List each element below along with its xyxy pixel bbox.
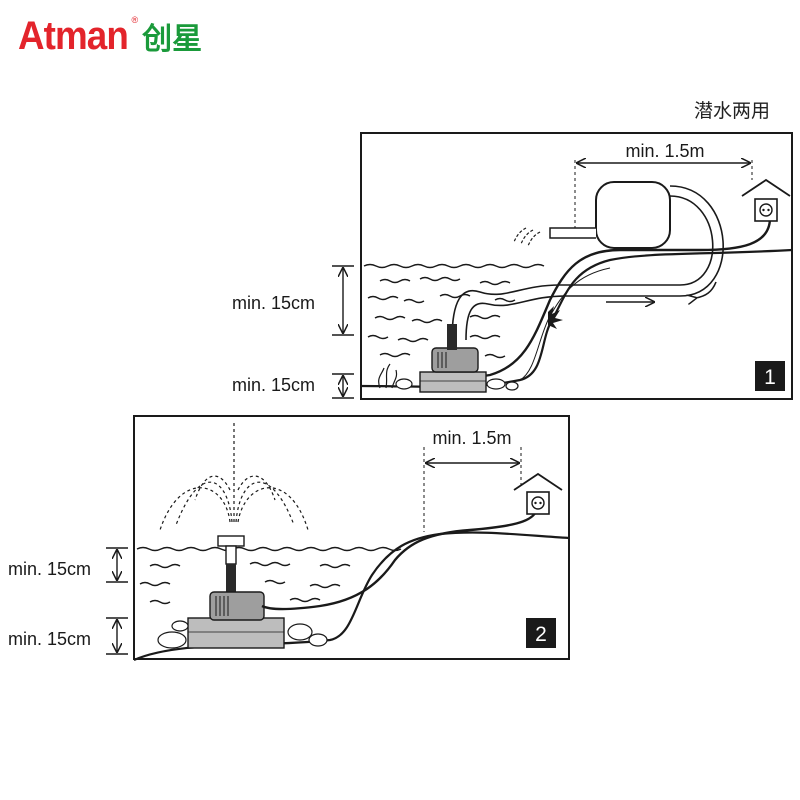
filter-box	[513, 181, 671, 249]
panel-1-depth-bottom-label: min. 15cm	[232, 375, 315, 395]
panel-2-depth-bottom-label: min. 15cm	[8, 629, 91, 649]
panel-1-power-cable	[469, 217, 772, 380]
panel-2-number: 2	[535, 623, 547, 646]
house-socket-icon	[741, 178, 791, 222]
stones-2	[157, 620, 328, 649]
panel-1-water	[363, 263, 545, 359]
plant-icon	[548, 306, 563, 329]
panel-2-depth-markers	[106, 547, 128, 655]
fountain-nozzle	[217, 535, 245, 592]
usage-caption: 潜水两用	[693, 100, 770, 122]
panel-1-depth-top-label: min. 15cm	[232, 293, 315, 313]
panel-2-depth-top-label: min. 15cm	[8, 559, 91, 579]
panel-2-badge	[526, 618, 556, 648]
panel-2-power-cable	[261, 503, 540, 611]
panel-1-distance-label: min. 1.5m	[625, 141, 704, 161]
panel-1: min. 1.5m 1	[360, 132, 793, 400]
panel-2-water	[136, 546, 402, 605]
fountain-spray	[159, 420, 309, 531]
panel-1-number: 1	[764, 366, 776, 389]
flow-arrow-curve	[696, 281, 717, 298]
panel-1-depth-markers	[332, 265, 354, 399]
registered-mark: ®	[131, 15, 139, 25]
brand-chinese: 创星	[142, 22, 203, 57]
pump-icon	[419, 324, 487, 393]
stones	[395, 378, 519, 391]
brand-logo: Atman ® 创星	[18, 14, 202, 59]
panel-1-badge	[755, 361, 785, 391]
pump-icon-2	[187, 591, 285, 649]
seaweed-icon	[378, 363, 398, 389]
house-socket-icon-2	[513, 472, 563, 515]
panel-1-hose	[451, 185, 724, 341]
panel-2: min. 1.5m 2	[133, 415, 570, 662]
panel-2-distance-label: min. 1.5m	[432, 428, 511, 448]
brand-name: Atman	[18, 14, 129, 58]
